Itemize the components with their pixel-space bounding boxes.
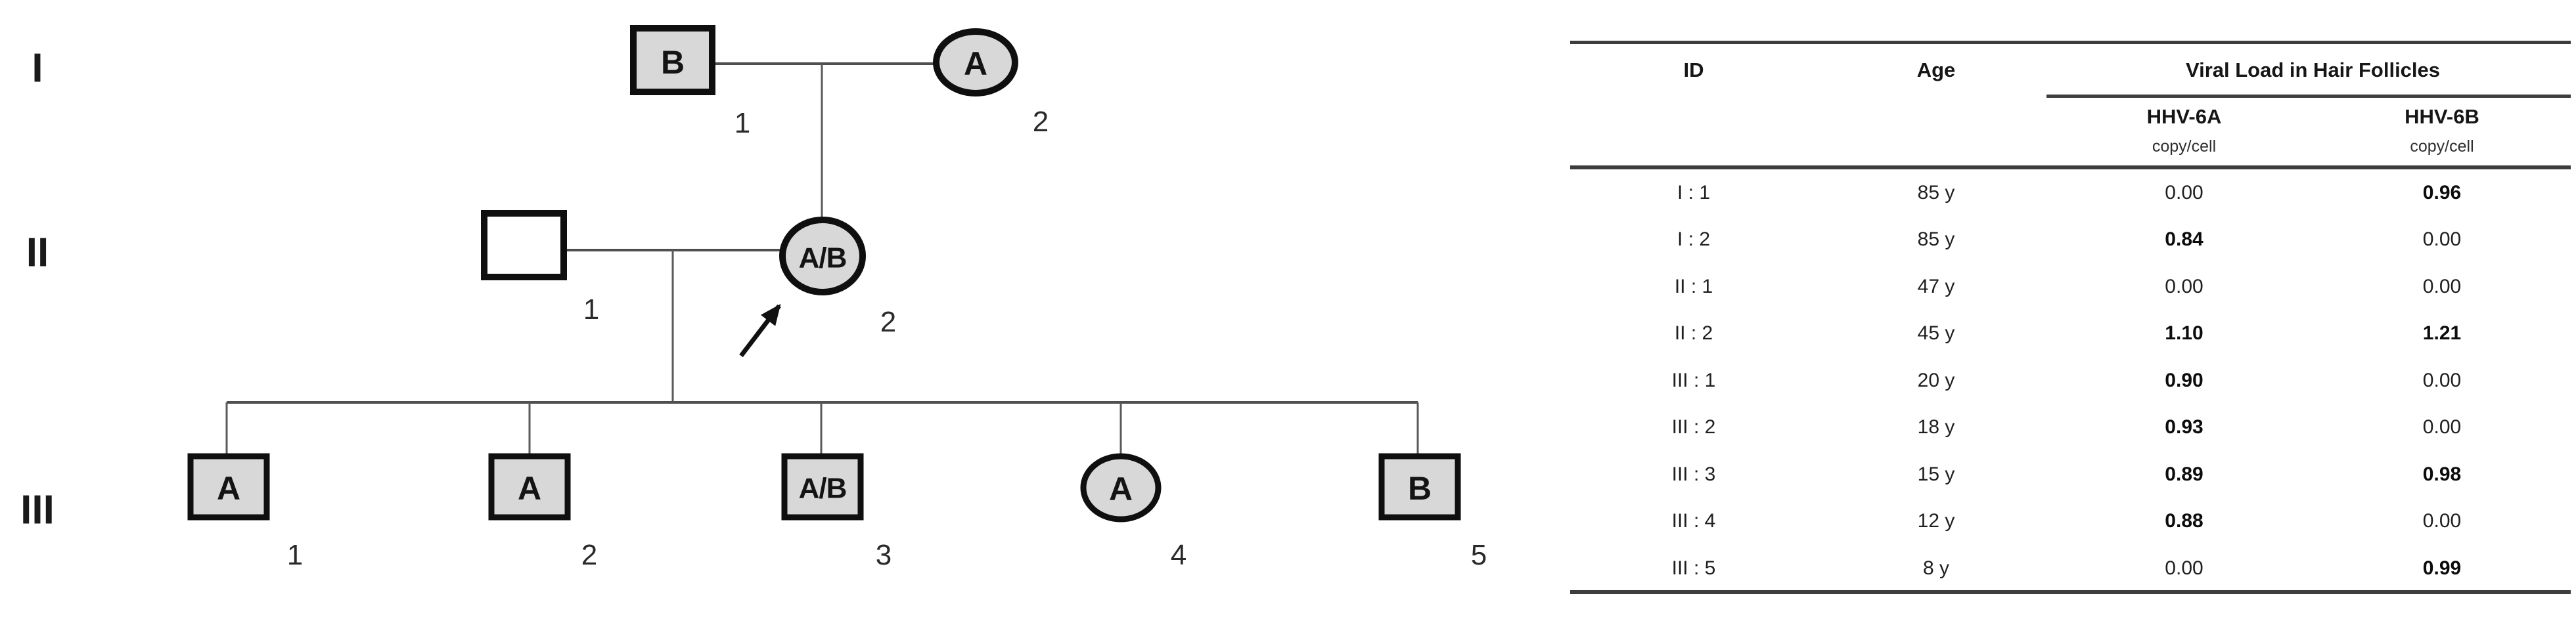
cell-hhv6a: 0.84 <box>2165 228 2203 251</box>
cell-hhv6b: 0.00 <box>2422 369 2462 391</box>
column-header-viral-load: Viral Load in Hair Follicles <box>2185 58 2441 81</box>
cell-id: III : 3 <box>1671 463 1716 485</box>
cell-age: 8 y <box>1922 557 1950 579</box>
viral-load-table: ID Age Viral Load in Hair Follicles HHV-… <box>1570 0 2571 621</box>
table-row: III : 5 8 y 0.00 0.99 <box>1570 545 2571 592</box>
genotype-label-III-1: A <box>217 470 240 507</box>
table-row: III : 4 12 y 0.88 0.00 <box>1570 498 2571 546</box>
individual-number-III-1: 1 <box>287 539 303 571</box>
pedigree-symbol-I-2-female <box>933 28 1018 96</box>
genotype-label-III-5: B <box>1408 470 1432 507</box>
cell-hhv6a: 0.00 <box>2165 557 2203 579</box>
cell-hhv6b: 0.00 <box>2422 416 2462 439</box>
individual-number-I-1: 1 <box>734 107 750 139</box>
table-body: I : 1 85 y 0.00 0.96 I : 2 85 y 0.84 0.0… <box>1570 169 2571 592</box>
cell-hhv6a: 0.00 <box>2165 275 2203 297</box>
pedigree-symbol-II-2-female-proband <box>779 217 866 295</box>
genotype-label-III-3: A/B <box>799 473 847 505</box>
cell-hhv6b: 0.96 <box>2422 181 2462 203</box>
genotype-label-III-4: A <box>1109 471 1133 507</box>
table-rule-header-bottom <box>1570 165 2571 169</box>
column-header-id: ID <box>1683 58 1704 81</box>
cell-age: 20 y <box>1917 369 1955 391</box>
cell-hhv6b: 0.00 <box>2422 510 2462 532</box>
cell-hhv6b: 1.21 <box>2422 322 2462 345</box>
pedigree-symbol-II-1-male <box>481 210 567 280</box>
cell-hhv6a: 0.93 <box>2165 416 2203 439</box>
cell-id: II : 2 <box>1674 322 1713 345</box>
table-rule-bottom <box>1570 590 2571 594</box>
individual-number-III-4: 4 <box>1171 539 1186 571</box>
cell-hhv6a: 1.10 <box>2165 322 2203 345</box>
cell-id: I : 2 <box>1677 228 1711 251</box>
cell-hhv6b: 0.00 <box>2422 228 2462 251</box>
column-header-hhv6b: HHV-6B <box>2405 105 2479 128</box>
individual-number-I-2: 2 <box>1033 106 1049 138</box>
table-subheader-row: HHV-6A HHV-6B <box>1570 101 2571 133</box>
cell-hhv6b: 0.98 <box>2422 463 2462 485</box>
individual-number-III-3: 3 <box>876 539 892 571</box>
individual-number-III-5: 5 <box>1471 539 1487 571</box>
proband-arrow-icon <box>739 303 781 358</box>
generation-label-II: II <box>26 230 49 276</box>
cell-age: 18 y <box>1917 416 1955 439</box>
pedigree-symbol-I-1-male <box>630 25 715 95</box>
cell-age: 85 y <box>1917 228 1955 251</box>
cell-hhv6a: 0.00 <box>2165 181 2203 203</box>
unit-label-hhv6b: copy/cell <box>2410 137 2474 156</box>
cell-age: 15 y <box>1917 463 1955 485</box>
individual-number-II-2: 2 <box>880 306 896 338</box>
generation-label-I: I <box>32 46 43 91</box>
cell-id: I : 1 <box>1677 181 1711 203</box>
pedigree-symbol-III-4-female <box>1080 453 1162 523</box>
table-row: II : 1 47 y 0.00 0.00 <box>1570 263 2571 310</box>
cell-hhv6a: 0.89 <box>2165 463 2203 485</box>
individual-number-II-1: 1 <box>583 293 599 326</box>
table-row: III : 3 15 y 0.89 0.98 <box>1570 451 2571 498</box>
individual-number-III-2: 2 <box>581 539 597 571</box>
table-row: I : 2 85 y 0.84 0.00 <box>1570 217 2571 264</box>
cell-id: III : 5 <box>1671 557 1716 579</box>
column-header-age: Age <box>1916 58 1956 81</box>
table-row: II : 2 45 y 1.10 1.21 <box>1570 310 2571 358</box>
cell-id: II : 1 <box>1674 275 1713 297</box>
cell-hhv6b: 0.00 <box>2422 275 2462 297</box>
genotype-label-II-2: A/B <box>799 242 847 274</box>
genotype-label-I-1: B <box>661 44 685 81</box>
table-row: III : 1 20 y 0.90 0.00 <box>1570 357 2571 404</box>
cell-age: 45 y <box>1917 322 1955 345</box>
pedigree-symbol-III-5-male <box>1378 453 1461 521</box>
column-header-hhv6a: HHV-6A <box>2146 105 2222 128</box>
pedigree-symbol-III-3-male <box>781 453 864 521</box>
cell-age: 12 y <box>1917 510 1955 532</box>
table-row: III : 2 18 y 0.93 0.00 <box>1570 404 2571 452</box>
cell-id: III : 4 <box>1671 510 1716 532</box>
table-row: I : 1 85 y 0.00 0.96 <box>1570 169 2571 217</box>
cell-id: III : 2 <box>1671 416 1716 439</box>
table-rule-top <box>1570 41 2571 44</box>
genotype-label-III-2: A <box>518 470 541 507</box>
cell-hhv6a: 0.90 <box>2165 369 2203 391</box>
pedigree-chart: I II III B A 1 2 A/B 1 2 A A A/B <box>20 25 1487 571</box>
cell-hhv6b: 0.99 <box>2422 557 2462 579</box>
cell-age: 47 y <box>1917 275 1955 297</box>
pedigree-symbol-III-2-male <box>488 453 571 521</box>
cell-id: III : 1 <box>1671 369 1716 391</box>
table-unit-row: copy/cell copy/cell <box>1570 132 2571 161</box>
genotype-label-I-2: A <box>964 45 987 82</box>
cell-hhv6a: 0.88 <box>2165 510 2203 532</box>
cell-age: 85 y <box>1917 181 1955 203</box>
generation-label-III: III <box>20 488 55 533</box>
pedigree-symbol-III-1-male <box>187 453 270 521</box>
unit-label-hhv6a: copy/cell <box>2152 137 2217 156</box>
table-rule-viral-span <box>2046 95 2571 98</box>
table-header-row: ID Age Viral Load in Hair Follicles <box>1570 53 2571 88</box>
